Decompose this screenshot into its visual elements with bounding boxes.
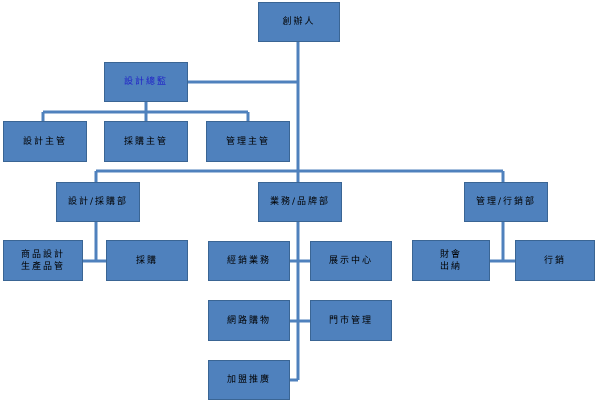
node-label: 商品設計 生產品管 bbox=[20, 249, 65, 272]
node-label: 設計總監 bbox=[123, 77, 168, 87]
node-label: 經銷業務 bbox=[226, 256, 271, 266]
node-label: 業務/品牌部 bbox=[269, 197, 331, 207]
node-distribution-sales: 經銷業務 bbox=[208, 241, 290, 281]
node-label: 設計主管 bbox=[22, 136, 67, 147]
node-label: 管理主管 bbox=[225, 136, 270, 147]
node-label: 展示中心 bbox=[328, 256, 373, 266]
node-founder: 創辦人 bbox=[258, 2, 340, 42]
node-finance: 財會 出納 bbox=[412, 240, 490, 281]
node-label: 設計/採購部 bbox=[67, 197, 129, 207]
node-marketing: 行銷 bbox=[515, 240, 595, 281]
node-purchasing: 採購 bbox=[106, 240, 188, 281]
node-product-design: 商品設計 生產品管 bbox=[3, 240, 83, 281]
node-design-supervisor: 設計主管 bbox=[3, 121, 87, 162]
node-label: 財會 出納 bbox=[439, 249, 462, 272]
node-management-supervisor: 管理主管 bbox=[206, 121, 290, 162]
node-label: 行銷 bbox=[543, 255, 566, 266]
node-sales-brand-dept: 業務/品牌部 bbox=[258, 182, 342, 222]
node-label: 加盟推廣 bbox=[226, 375, 271, 385]
node-label: 創辦人 bbox=[282, 17, 316, 27]
node-label: 網路購物 bbox=[226, 315, 271, 326]
node-label: 管理/行銷部 bbox=[475, 197, 537, 207]
node-label: 採購 bbox=[135, 255, 158, 266]
node-showroom: 展示中心 bbox=[310, 241, 392, 281]
node-franchise: 加盟推廣 bbox=[208, 360, 290, 400]
node-admin-marketing-dept: 管理/行銷部 bbox=[464, 182, 548, 222]
node-design-purchasing-dept: 設計/採購部 bbox=[56, 182, 140, 222]
node-design-director: 設計總監 bbox=[104, 62, 188, 102]
node-label: 門市管理 bbox=[328, 315, 373, 326]
node-label: 採購主管 bbox=[123, 136, 168, 147]
node-store-management: 門市管理 bbox=[310, 300, 392, 341]
node-online-shopping: 網路購物 bbox=[208, 300, 290, 341]
node-purchasing-supervisor: 採購主管 bbox=[104, 121, 188, 162]
